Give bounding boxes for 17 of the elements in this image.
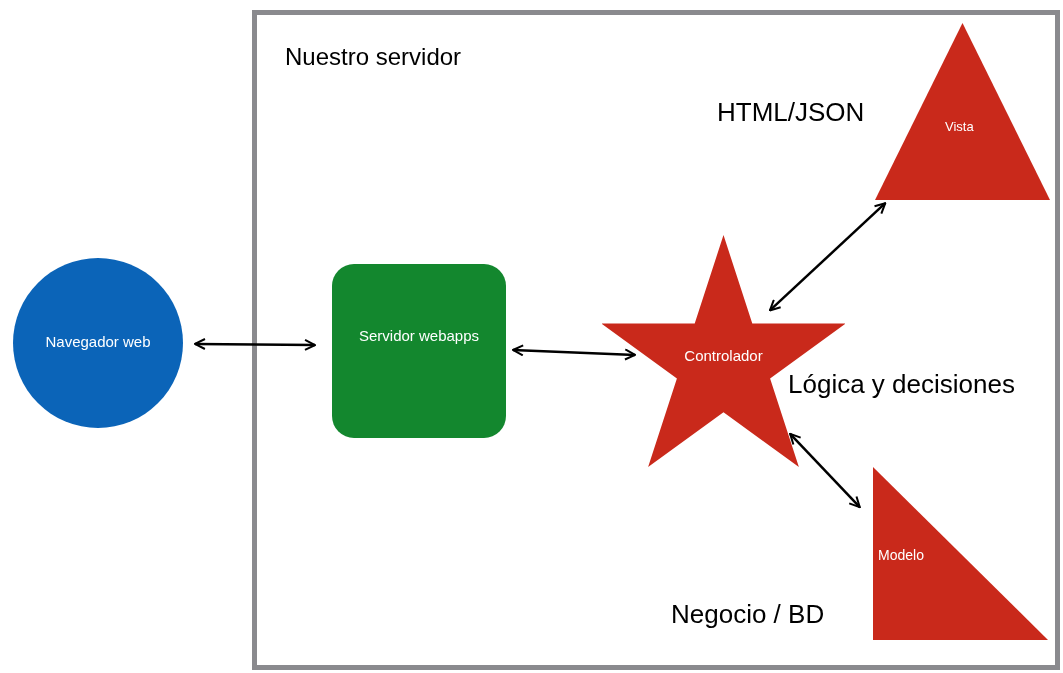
node-label: Modelo xyxy=(878,546,924,565)
server-frame xyxy=(252,10,1060,670)
node-label: Vista xyxy=(945,118,974,136)
double-arrow xyxy=(768,202,887,312)
double-arrow xyxy=(193,338,316,351)
node-label: Servidor webapps xyxy=(357,326,481,345)
double-arrow xyxy=(789,432,861,509)
annotation-text: Lógica y decisiones xyxy=(788,368,1015,401)
triangle-shape xyxy=(875,23,1050,200)
node-label: Nuestro servidor xyxy=(285,42,462,72)
annotation-text: HTML/JSON xyxy=(717,96,865,129)
rounded-box xyxy=(332,264,506,438)
double-arrow xyxy=(512,344,637,361)
annotation-text: Negocio / BD xyxy=(671,598,825,631)
right-triangle-shape xyxy=(873,467,1048,640)
node-label: Navegador web xyxy=(44,332,152,352)
node-label: Controlador xyxy=(683,346,764,366)
